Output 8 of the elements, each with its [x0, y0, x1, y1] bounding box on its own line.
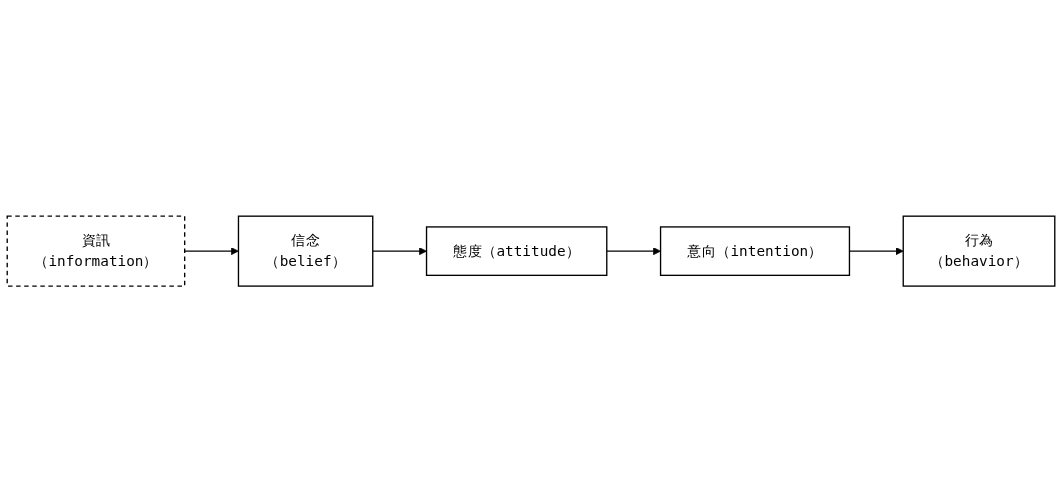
arrow — [606, 247, 661, 256]
node-box: 行為 （behavior） — [902, 215, 1056, 288]
node-box: 信念 （belief） — [237, 215, 374, 288]
node-box: 態度（attitude） — [425, 226, 608, 277]
arrow — [372, 247, 427, 256]
node-box: 資訊 （information） — [6, 215, 186, 288]
arrow — [184, 247, 239, 256]
node-box: 意向（intention） — [659, 226, 851, 277]
